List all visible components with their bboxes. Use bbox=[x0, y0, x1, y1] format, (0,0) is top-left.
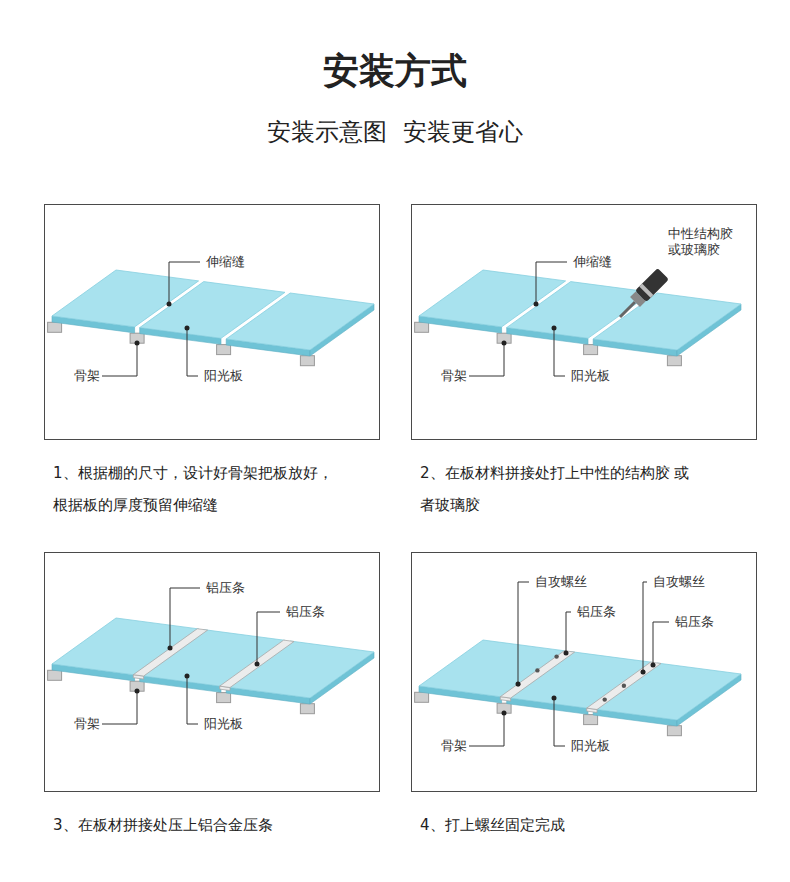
step-panel: 1、根据棚的尺寸，设计好骨架把板放好， 根据板的厚度预留伸缩缝 bbox=[44, 204, 380, 440]
step-caption: 4、打上螺丝固定完成 bbox=[420, 809, 720, 841]
step-caption: 1、根据棚的尺寸，设计好骨架把板放好， 根据板的厚度预留伸缩缝 bbox=[53, 457, 343, 521]
callout-label: 阳光板 bbox=[569, 368, 612, 384]
callout-label: 骨架 bbox=[439, 738, 469, 754]
callout-label: 自攻螺丝 bbox=[533, 574, 589, 590]
callout-label: 伸缩缝 bbox=[204, 254, 247, 270]
callout-label: 阳光板 bbox=[569, 738, 612, 754]
callout-label: 铝压条 bbox=[284, 604, 327, 620]
page-title: 安装方式 bbox=[0, 46, 790, 96]
callout-label: 伸缩缝 bbox=[571, 254, 614, 270]
callout-label: 铝压条 bbox=[575, 604, 618, 620]
step-caption: 3、在板材拼接处压上铝合金压条 bbox=[53, 809, 353, 841]
callout-label: 铝压条 bbox=[673, 614, 716, 630]
callout-label: 骨架 bbox=[439, 368, 469, 384]
callout-label: 中性结构胶 或玻璃胶 bbox=[666, 226, 742, 258]
callout-label: 阳光板 bbox=[202, 368, 245, 384]
callout-label: 阳光板 bbox=[202, 716, 245, 732]
callout-label: 骨架 bbox=[72, 368, 102, 384]
callout-label: 骨架 bbox=[72, 716, 102, 732]
subtitle: 安装示意图 安装更省心 bbox=[0, 112, 790, 152]
callout-label: 铝压条 bbox=[204, 580, 247, 596]
callout-label: 自攻螺丝 bbox=[651, 574, 707, 590]
step-caption: 2、在板材料拼接处打上中性的结构胶 或者玻璃胶 bbox=[420, 457, 692, 521]
